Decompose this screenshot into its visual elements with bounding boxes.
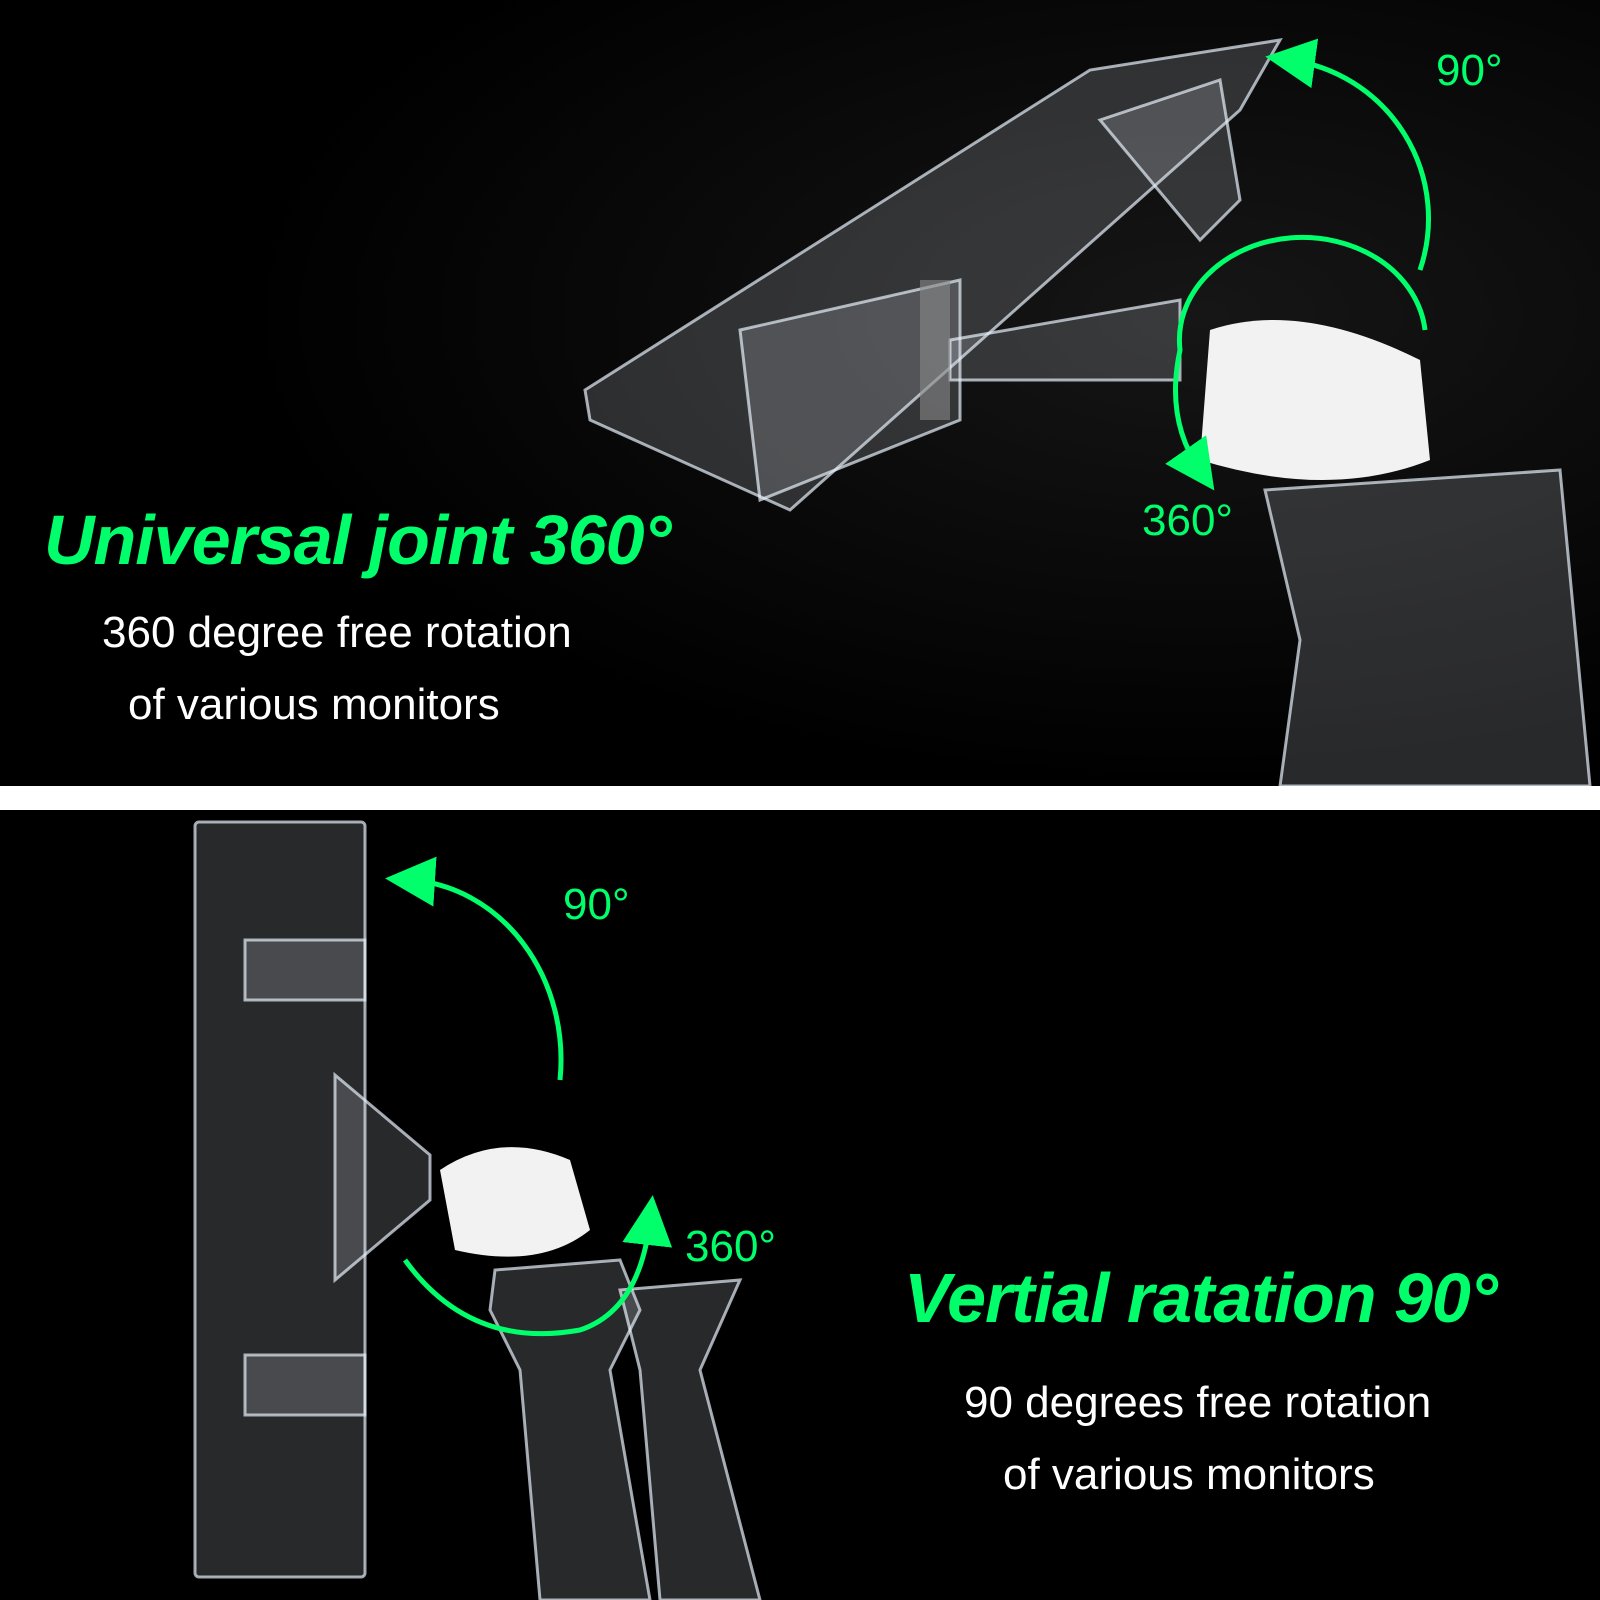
subtitle-line-2: of various monitors: [1003, 1450, 1375, 1499]
arc-label-90: 90°: [563, 880, 630, 929]
subtitle-line-1: 90 degrees free rotation: [964, 1378, 1432, 1427]
headline: Universal joint 360°: [44, 501, 672, 579]
clip-holder-angled-illustration: [0, 0, 1600, 786]
headline: Vertial ratation 90°: [904, 1259, 1498, 1337]
arc-label-90: 90°: [1436, 46, 1503, 95]
subtitle-line-2: of various monitors: [128, 680, 500, 729]
rotation-arrow-360-icon: [402, 1195, 673, 1337]
divider: [0, 786, 1600, 810]
arc-label-360: 360°: [1142, 496, 1234, 545]
subtitle-line-1: 360 degree free rotation: [102, 608, 572, 657]
bottom-panel: Vertial ratation 90° 90 degrees free rot…: [0, 810, 1600, 1600]
white-ball-joint: [440, 1147, 590, 1257]
rotation-arrow-90-icon: [385, 856, 564, 1081]
top-panel: Universal joint 360° 360 degree free rot…: [0, 0, 1600, 786]
rotation-arrow-360-icon: [1165, 234, 1428, 491]
arc-label-360: 360°: [685, 1222, 777, 1271]
white-ball-joint: [1200, 320, 1430, 480]
rotation-arrow-90-icon: [1265, 38, 1431, 271]
clip-holder-vertical-illustration: [193, 820, 762, 1600]
